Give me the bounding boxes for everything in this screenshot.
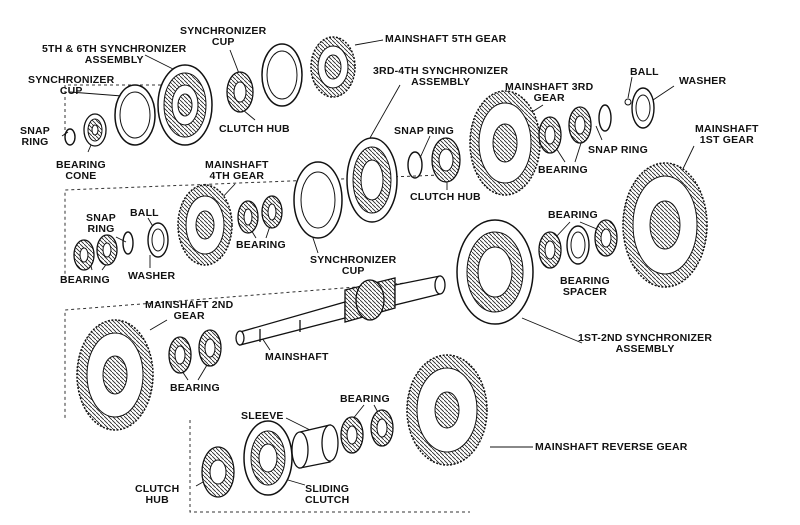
label-bearing-2nd: BEARING: [170, 382, 220, 394]
synchronizer-cup-top: [261, 43, 303, 107]
label-snap-ring-left: SNAP RING: [20, 125, 50, 148]
washer-top: [631, 87, 655, 129]
label-bearing-left: BEARING: [60, 274, 110, 286]
mainshaft-4th-gear: [177, 184, 233, 266]
bearing-left-a: [73, 239, 95, 271]
label-bearing-right: BEARING: [548, 209, 598, 221]
sliding-clutch: [243, 420, 293, 496]
label-mainshaft-reverse-gear: MAINSHAFT REVERSE GEAR: [535, 441, 688, 453]
label-bearing-mid: BEARING: [236, 239, 286, 251]
bearing-mid-a: [237, 200, 259, 234]
bearing-right-a: [538, 231, 562, 269]
sleeve: [291, 424, 339, 469]
clutch-hub-mid: [431, 137, 461, 183]
label-sync-3-4-assembly: 3RD-4TH SYNCHRONIZER ASSEMBLY: [373, 65, 509, 88]
label-snap-ring-2: SNAP RING: [86, 212, 116, 235]
label-mainshaft: MAINSHAFT: [265, 351, 329, 363]
bearing-top-right-a: [538, 116, 562, 154]
label-snap-ring-mid: SNAP RING: [394, 125, 454, 137]
label-mainshaft-4th-gear: MAINSHAFT 4TH GEAR: [205, 159, 269, 182]
bearing-mid-b: [261, 195, 283, 229]
label-sync-cup-top: SYNCHRONIZER CUP: [180, 25, 267, 48]
synchronizer-assembly-5-6: [157, 64, 213, 146]
mainshaft-2nd-gear: [76, 319, 154, 431]
group-bracket-top: [64, 84, 185, 140]
label-sliding-clutch: SLIDING CLUTCH: [305, 483, 350, 506]
bearing-cone: [83, 113, 107, 147]
group-bracket-bottom: [189, 420, 360, 513]
label-clutch-hub-bottom: CLUTCH HUB: [135, 483, 180, 506]
synchronizer-assembly-1-2: [456, 219, 534, 325]
label-clutch-hub-mid: CLUTCH HUB: [410, 191, 481, 203]
bearing-2nd-a: [168, 336, 192, 374]
label-mainshaft-1st-gear: MAINSHAFT 1ST GEAR: [695, 123, 759, 146]
label-sync-5-6-assembly: 5TH & 6TH SYNCHRONIZER ASSEMBLY: [42, 43, 187, 66]
label-bearing-spacer: BEARING SPACER: [560, 275, 610, 298]
bearing-spacer: [566, 225, 590, 265]
snap-ring-right: [598, 104, 612, 132]
snap-ring-left: [64, 128, 76, 146]
label-sync-cup-left: SYNCHRONIZER CUP: [28, 74, 115, 97]
label-mainshaft-2nd-gear: MAINSHAFT 2ND GEAR: [145, 299, 234, 322]
clutch-hub-top: [226, 71, 254, 113]
bearing-top-right-b: [568, 106, 592, 144]
clutch-hub-bottom: [201, 446, 235, 498]
bearing-2nd-b: [198, 329, 222, 367]
mainshaft-1st-gear: [622, 162, 708, 288]
bearing-bottom-a: [340, 416, 364, 454]
synchronizer-assembly-3-4: [346, 137, 398, 223]
group-bracket-low: [64, 279, 446, 420]
label-bearing-bottom: BEARING: [340, 393, 390, 405]
label-clutch-hub-top: CLUTCH HUB: [219, 123, 290, 135]
bearing-right-b: [594, 219, 618, 257]
snap-ring-2: [122, 231, 134, 255]
bearing-left-b: [96, 234, 118, 266]
mainshaft-5th-gear: [310, 36, 356, 98]
label-ball-top: BALL: [630, 66, 659, 78]
mainshaft-reverse-gear: [406, 354, 488, 466]
label-ball-mid: BALL: [130, 207, 159, 219]
mainshaft-body: [235, 275, 446, 346]
ball-top: [624, 98, 632, 106]
snap-ring-mid: [407, 151, 423, 179]
label-washer-mid: WASHER: [128, 270, 176, 282]
synchronizer-cup-mid: [293, 161, 343, 239]
label-sleeve: SLEEVE: [241, 410, 284, 422]
label-mainshaft-5th-gear: MAINSHAFT 5TH GEAR: [385, 33, 507, 45]
label-washer-top: WASHER: [679, 75, 727, 87]
label-mainshaft-3rd-gear: MAINSHAFT 3RD GEAR: [505, 81, 594, 104]
label-snap-ring-right: SNAP RING: [588, 144, 648, 156]
synchronizer-cup-left: [114, 84, 156, 146]
bearing-bottom-b: [370, 409, 394, 447]
label-sync-1-2-assembly: 1ST-2ND SYNCHRONIZER ASSEMBLY: [578, 332, 713, 355]
label-bearing-cone: BEARING CONE: [56, 159, 106, 182]
mainshaft-3rd-gear: [469, 90, 541, 196]
washer-mid: [147, 222, 169, 258]
label-bearing-top-right: BEARING: [538, 164, 588, 176]
label-sync-cup-mid: SYNCHRONIZER CUP: [310, 254, 397, 277]
